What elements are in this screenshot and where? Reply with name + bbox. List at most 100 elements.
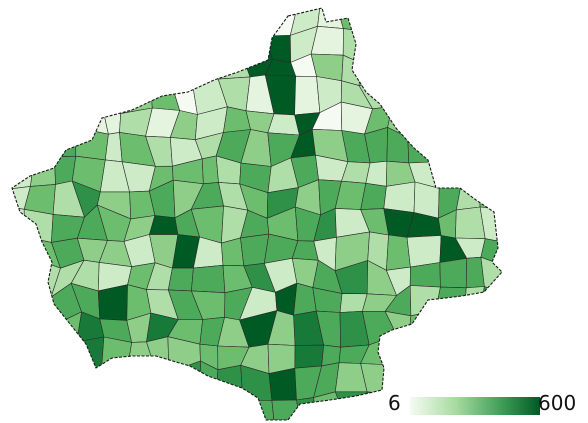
map-region (386, 234, 411, 271)
map-region (145, 25, 178, 62)
map-region (503, 207, 534, 242)
map-region (509, 29, 534, 59)
map-region (12, 362, 35, 389)
map-region (504, 58, 534, 77)
map-region (509, 110, 535, 129)
map-region (459, 366, 491, 398)
map-region (49, 50, 82, 76)
map-region (149, 75, 180, 111)
map-region (439, 257, 468, 289)
map-region (25, 51, 52, 87)
map-region (72, 8, 102, 32)
map-region (243, 8, 268, 37)
map-region (49, 75, 79, 114)
map-region (437, 128, 468, 162)
map-region (458, 335, 491, 374)
map-region (268, 367, 297, 401)
map-region (81, 25, 102, 61)
map-region (433, 335, 461, 375)
map-region (71, 75, 103, 114)
map-region (388, 360, 416, 396)
map-region (149, 362, 179, 399)
map-region (479, 310, 502, 349)
map-region (48, 8, 85, 30)
map-region (198, 27, 220, 55)
map-region (101, 336, 132, 369)
map-region (341, 54, 361, 86)
map-region (464, 27, 493, 54)
map-region (12, 86, 27, 110)
map-region (271, 399, 301, 420)
map-region (145, 8, 174, 38)
map-region (12, 206, 25, 238)
map-region (458, 50, 481, 88)
map-region (23, 343, 60, 374)
map-region (478, 158, 502, 187)
map-region (386, 127, 410, 164)
map-region (479, 105, 502, 131)
map-region (410, 360, 435, 392)
map-region (431, 28, 468, 61)
map-region (75, 106, 109, 135)
map-region (506, 336, 534, 374)
map-region (431, 8, 465, 33)
map-region (221, 237, 245, 267)
map-region (12, 23, 37, 62)
legend-color-scale (410, 397, 540, 415)
map-region (30, 153, 56, 187)
map-region (216, 364, 244, 401)
map-region (12, 308, 28, 344)
map-region (334, 391, 368, 420)
map-region (432, 366, 465, 398)
map-region (384, 8, 417, 27)
map-region (98, 8, 129, 32)
map-region (124, 8, 151, 38)
map-region (98, 26, 132, 63)
map-region (191, 264, 226, 294)
map-region (407, 106, 439, 138)
legend-min-label: 6 (388, 391, 401, 415)
map-region (29, 387, 59, 420)
map-region (407, 134, 445, 164)
map-region (505, 179, 534, 210)
map-region (504, 296, 534, 317)
map-region (294, 344, 325, 369)
map-region (71, 50, 103, 87)
map-region (435, 286, 467, 312)
map-region (49, 106, 79, 135)
map-region (462, 8, 493, 33)
map-region (102, 76, 132, 114)
map-region (506, 363, 534, 399)
map-region (503, 237, 534, 269)
map-region (98, 59, 132, 87)
map-region (504, 314, 534, 348)
map-region (458, 79, 481, 112)
map-region (464, 286, 485, 312)
map-region (48, 25, 85, 53)
map-region (78, 368, 102, 401)
map-region (407, 310, 446, 350)
map-region (263, 35, 292, 63)
map-region (12, 341, 35, 365)
map-region (170, 48, 200, 83)
map-region (458, 310, 491, 340)
map-region (409, 285, 441, 317)
map-region (198, 8, 224, 35)
map-region (29, 8, 56, 37)
map-region (296, 397, 317, 420)
map-region (28, 28, 52, 56)
map-region (505, 127, 534, 164)
map-region (168, 267, 194, 292)
map-region (130, 60, 157, 78)
legend-max-label: 600 (538, 391, 577, 415)
map-region (32, 129, 55, 158)
map-region (467, 105, 486, 131)
map-region (241, 27, 273, 60)
map-region (384, 23, 416, 62)
map-region (12, 282, 28, 314)
map-region (383, 181, 416, 213)
map-region (216, 8, 246, 35)
map-region (121, 361, 154, 394)
map-region (455, 180, 481, 211)
